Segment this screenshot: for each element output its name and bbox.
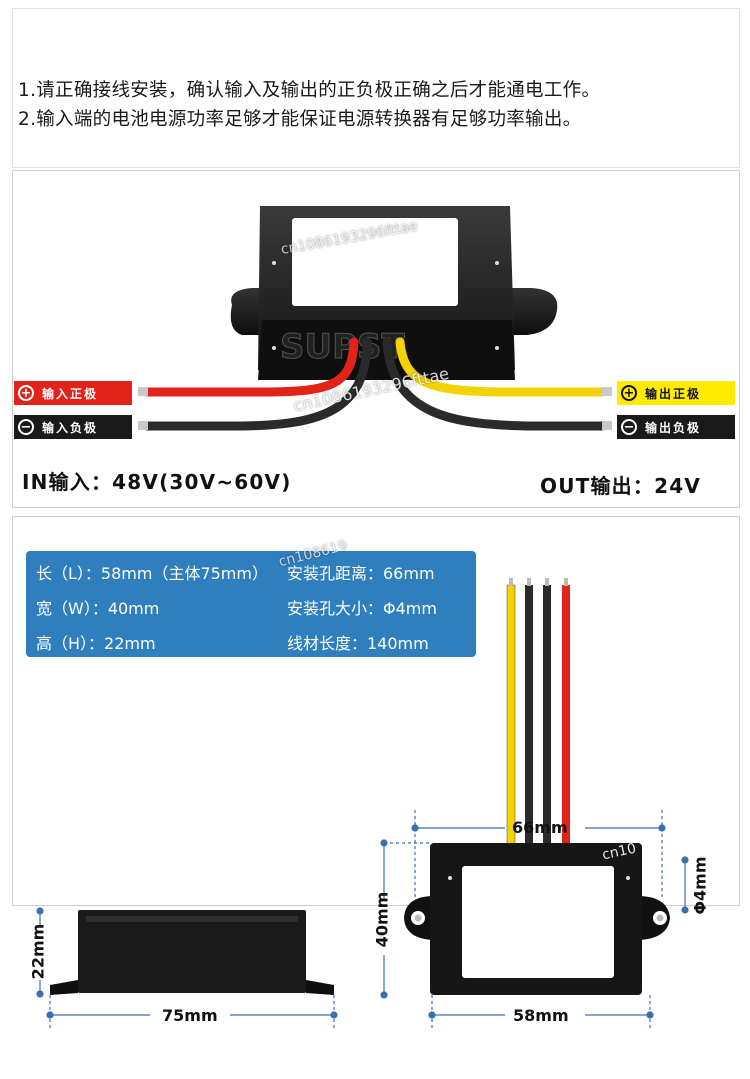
output-negative-text: 输出负极: [645, 420, 702, 435]
plus-icon: +: [621, 385, 637, 401]
output-negative-label: − 输出负极: [617, 415, 735, 439]
spec-panel: 长（L）：58mm（主体75mm） 安装孔距离：66mm 宽（W）：40mm 安…: [26, 551, 476, 657]
dim-front-length: 58mm: [513, 1006, 569, 1025]
minus-icon: −: [621, 419, 637, 435]
output-positive-text: 输出正极: [645, 386, 702, 401]
spec-height: 高（H）：22mm: [36, 634, 156, 653]
install-notes: 1.请正确接线安装，确认输入及输出的正负极正确之后才能通电工作。 2.输入端的电…: [18, 76, 600, 134]
output-positive-label: + 输出正极: [617, 381, 735, 405]
plus-icon: +: [18, 385, 34, 401]
minus-icon: −: [18, 419, 34, 435]
dim-hole-distance: 66mm: [512, 818, 568, 837]
notes-frame: [12, 8, 740, 168]
spec-width: 宽（W）：40mm: [36, 599, 160, 618]
spec-length: 长（L）：58mm（主体75mm）: [36, 564, 268, 583]
dim-side-length: 75mm: [162, 1006, 218, 1025]
converter-photo: SUPST: [138, 206, 612, 431]
dim-hole-diameter: Φ4mm: [690, 856, 710, 915]
input-positive-label: + 输入正极: [14, 381, 132, 405]
input-negative-label: − 输入负极: [14, 415, 132, 439]
dimension-drawing: [36, 578, 689, 1030]
spec-hole-distance: 安装孔距离：66mm: [287, 564, 435, 583]
input-voltage: IN输入：48V(30V~60V): [22, 470, 292, 494]
note-line-2: 2.输入端的电池电源功率足够才能保证电源转换器有足够功率输出。: [18, 109, 582, 130]
note-line-1: 1.请正确接线安装，确认输入及输出的正负极正确之后才能通电工作。: [18, 80, 601, 101]
dim-front-height: 40mm: [372, 891, 392, 948]
output-voltage: OUT输出：24V: [540, 474, 701, 498]
input-positive-text: 输入正极: [42, 386, 99, 401]
spec-wire-length: 线材长度：140mm: [287, 634, 429, 653]
spec-hole-size: 安装孔大小：Φ4mm: [287, 599, 437, 618]
input-negative-text: 输入负极: [42, 420, 99, 435]
dim-side-height: 22mm: [28, 923, 48, 980]
